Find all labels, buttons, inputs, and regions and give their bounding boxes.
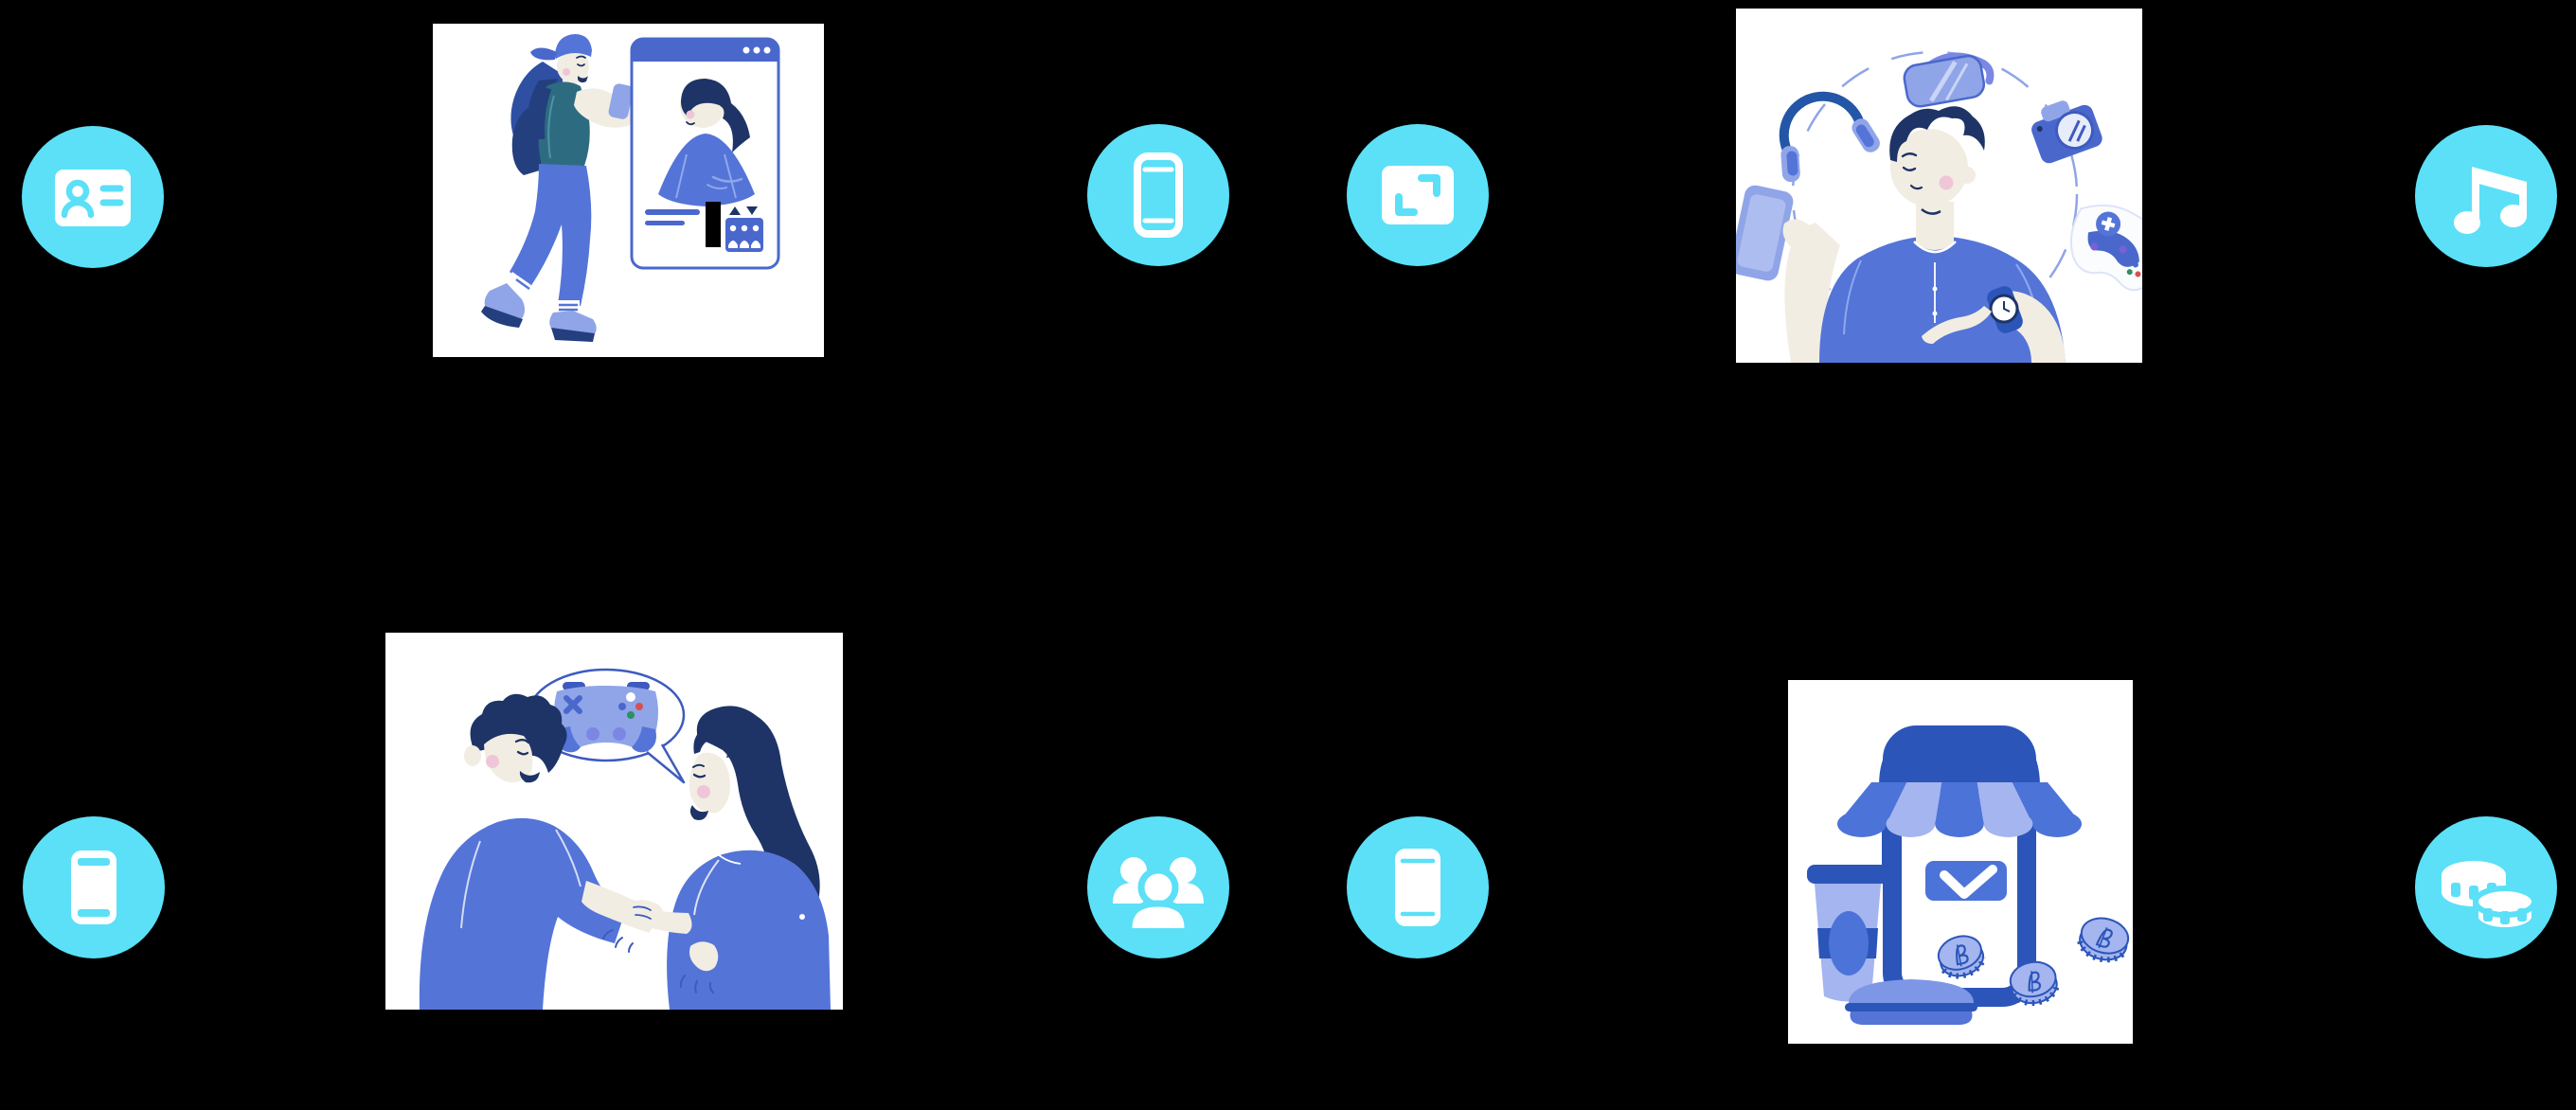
smartphone-outline-icon [1087,124,1229,266]
screen-cast-icon [1347,124,1489,266]
coins-icon [2415,816,2557,958]
handshake-illustration [385,633,843,1010]
game-controller [2069,204,2142,292]
music-note-icon [2415,125,2557,267]
man [1782,106,2066,363]
left-gamer [419,693,660,1010]
vr-headset [1903,52,1995,108]
gadgets-illustration [1736,9,2142,363]
storefront-phone [1837,725,2082,1007]
check-button [1925,861,2007,901]
call-friend [658,79,755,206]
window-footer [645,202,763,252]
awning [1837,782,2082,837]
mobile-store-art [1807,725,2130,1025]
screen-cast-badge [1347,124,1489,266]
user-group-icon [1087,816,1229,958]
bubble-controller [554,682,658,753]
smartphone-filled-badge [23,816,165,958]
mobile-store-illustration [1788,680,2133,1044]
smartphone-lines-icon [1347,816,1489,958]
camera [2031,100,2102,164]
walking-person [481,34,635,342]
headphones [1779,91,1880,183]
user-group-badge [1087,816,1229,958]
gadgets-art [1736,50,2142,363]
video-call-art [481,34,780,342]
video-call-illustration [433,24,824,357]
gadget-ring [1791,50,2079,338]
smartphone-outline-badge [1087,124,1229,266]
right-gamer [602,706,831,1010]
phone [1736,185,1794,281]
coins-badge [2415,816,2557,958]
handshake-art [419,668,831,1010]
id-card-badge [22,126,164,268]
video-call-window [630,37,780,270]
id-card-icon [22,126,164,268]
burger [1845,979,1977,1025]
front-coin [2473,886,2537,933]
drink-cup [1807,865,1890,1002]
smartphone-lines-badge [1347,816,1489,958]
coins [1937,917,2130,1006]
speech-bubble [527,668,686,784]
music-note-badge [2415,125,2557,267]
smartphone-filled-icon [23,816,165,958]
